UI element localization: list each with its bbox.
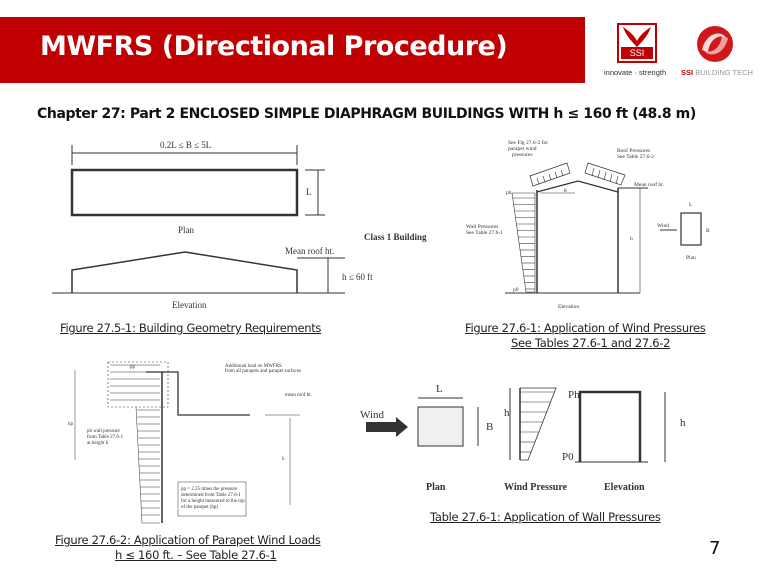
- brand-text: BUILDING TECH: [695, 68, 753, 77]
- plan-label: Plan: [426, 482, 446, 493]
- note: ph wall pressure: [87, 429, 121, 434]
- elevation-label: Elevation: [558, 304, 579, 310]
- pressure-arrow: [554, 171, 558, 179]
- ph-label: ph: [506, 190, 512, 196]
- note: of the parapet (hp): [181, 505, 218, 510]
- figure-caption: Figure 27.6-2: Application of Parapet Wi…: [55, 533, 321, 547]
- elevation-label: Elevation: [604, 482, 645, 493]
- note: at height h: [87, 441, 109, 446]
- note: See Table 27.6-1: [466, 230, 503, 236]
- pressure-arrow: [536, 177, 540, 185]
- p0-label: P0: [562, 451, 574, 463]
- note: See Fig 27.6-2 for: [508, 139, 548, 146]
- mean-roof-label: Mean roof ht.: [285, 246, 334, 256]
- h-label: h: [282, 457, 285, 462]
- l-label: L: [689, 202, 693, 208]
- fig-27-6-1: See Fig 27.6-2 for parapet wind pressure…: [466, 139, 710, 310]
- pressure-arrow: [615, 175, 619, 185]
- figure-caption: Table 27.6-1: Application of Wall Pressu…: [430, 510, 661, 524]
- plan-label: Plan: [686, 255, 696, 261]
- l-label: L: [306, 187, 312, 197]
- brand: SSI: [681, 68, 694, 77]
- h-label: h: [680, 417, 686, 429]
- note: Wall Pressures: [466, 224, 498, 230]
- note: for a height measured to the top: [181, 499, 245, 504]
- note: pp = 2.25 times the pressure: [181, 487, 238, 492]
- tagline: innovate · strength: [604, 68, 667, 77]
- wind-pressure-label: Wind Pressure: [504, 482, 568, 493]
- mean-roof-label: mean roof ht.: [285, 393, 312, 398]
- page-number: 7: [709, 538, 721, 559]
- class-label: Class 1 Building: [364, 232, 427, 242]
- note: Additional load on MWFRS: [225, 364, 282, 369]
- wind-label: Wind: [360, 409, 384, 421]
- figure-caption: See Tables 27.6-1 and 27.6-2: [511, 336, 671, 350]
- hp-label: hp: [68, 422, 74, 427]
- fig-27-5-1: 0.2L ≤ B ≤ 5L L Plan Class 1 Building Me…: [52, 140, 427, 310]
- pressure-arrow: [560, 169, 564, 177]
- title-banner: MWFRS (Directional Procedure): [0, 17, 585, 83]
- l-label: L: [436, 383, 443, 395]
- pressure-arrow: [542, 175, 546, 183]
- theta-label: θ: [564, 188, 567, 194]
- pressure-arrow: [603, 171, 607, 181]
- pressure-arrow: [609, 173, 613, 183]
- wind-label: Wind: [657, 223, 669, 229]
- note: Roof Pressures: [617, 147, 650, 154]
- building-tech-label: SSI BUILDING TECH: [681, 68, 753, 77]
- ssi-building-tech-logo: [697, 26, 733, 62]
- logo-text: SSI: [621, 47, 653, 59]
- note: See Table 27.6-2: [617, 154, 654, 160]
- note: from all parapets and parapet surfaces: [225, 369, 301, 374]
- slide-title: MWFRS (Directional Procedure): [40, 31, 508, 62]
- mean-roof-label: Mean roof ht.: [634, 181, 665, 188]
- figure-caption: h ≤ 160 ft. – See Table 27.6-1: [115, 548, 277, 562]
- pressure-arrow: [597, 169, 601, 179]
- pressure-arrows: [110, 167, 619, 516]
- h-limit-label: h ≤ 60 ft: [342, 272, 373, 282]
- chapter-subtitle: Chapter 27: Part 2 ENCLOSED SIMPLE DIAPH…: [37, 106, 696, 122]
- plan-label: Plan: [178, 225, 195, 235]
- note: from Table 27.6-1: [87, 435, 124, 440]
- pressure-arrow: [591, 167, 595, 177]
- fig-27-6-2: pp Additional load on MWFRS from all par…: [68, 361, 312, 524]
- fig-table-27-6-1: Wind L B Ph P0 h h Plan Wind Pressure El…: [360, 383, 686, 493]
- p0-label: p0: [513, 287, 519, 293]
- note: parapet wind: [508, 146, 537, 152]
- ph-label: Ph: [568, 389, 580, 401]
- pressure-arrow: [548, 173, 552, 181]
- figure-caption: Figure 27.5-1: Building Geometry Require…: [60, 321, 322, 335]
- h-label: h: [504, 407, 510, 419]
- leaf-icon: [623, 27, 651, 47]
- note: pressures: [512, 152, 532, 158]
- ssi-logo: SSI: [617, 23, 657, 63]
- h-label: h: [630, 236, 633, 242]
- figure-caption: Figure 27.6-1: Application of Wind Press…: [465, 321, 706, 335]
- b-label: B: [486, 421, 493, 433]
- pp-label: pp: [130, 365, 136, 370]
- note: determined from Table 27.6-1: [181, 493, 241, 498]
- elevation-label: Elevation: [172, 300, 207, 310]
- b-range-label: 0.2L ≤ B ≤ 5L: [160, 140, 211, 150]
- b-label: B: [706, 228, 710, 234]
